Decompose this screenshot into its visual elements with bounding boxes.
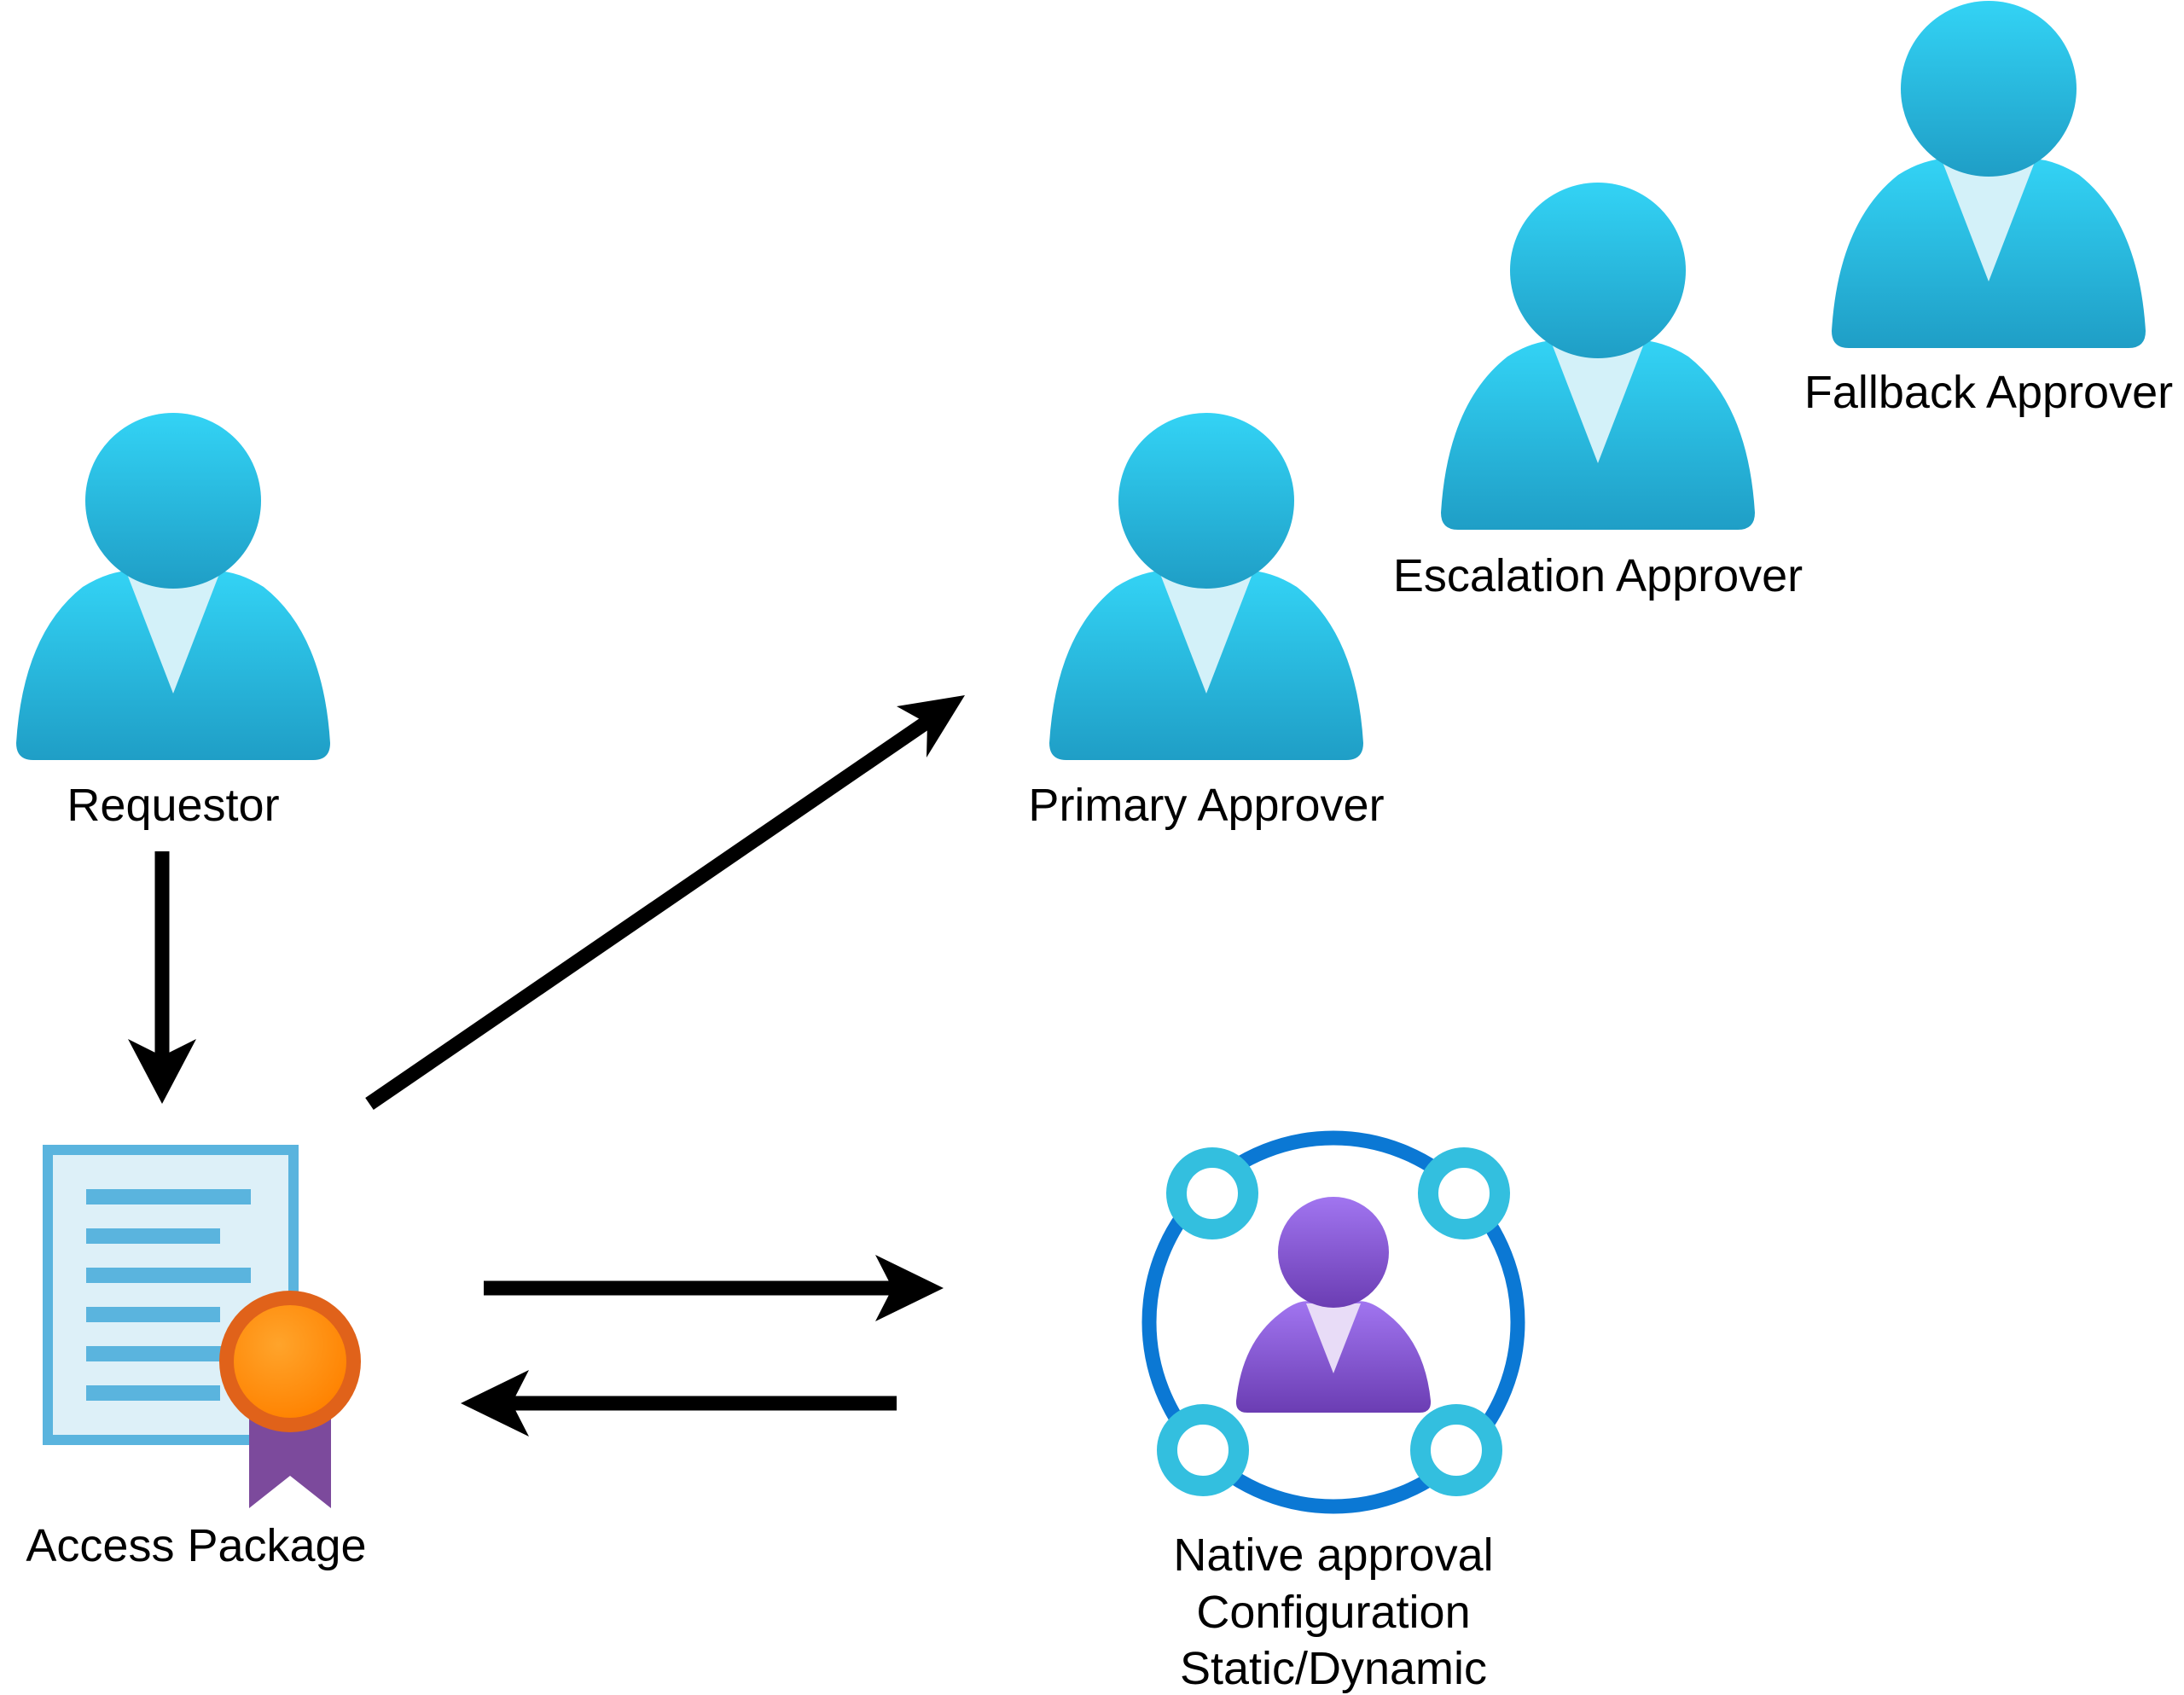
escalation-approver-label: Escalation Approver [1393, 550, 1803, 601]
access-package-label: Access Package [26, 1520, 366, 1571]
primary-approver-node: Primary Approver [1028, 413, 1385, 831]
escalation-approver-user-icon [1441, 183, 1755, 530]
fallback-approver-user-icon [1832, 1, 2146, 348]
certificate-document-icon [43, 1145, 361, 1508]
primary-approver-label: Primary Approver [1028, 780, 1384, 831]
escalation-approver-node: Escalation Approver [1393, 183, 1803, 601]
user-circle-nodes-icon [1141, 1130, 1525, 1514]
fallback-approver-label: Fallback Approver [1804, 367, 2173, 418]
requestor-label: Requestor [67, 780, 279, 831]
arrow-requestor-to-package [128, 851, 196, 1104]
requestor-node: Requestor [16, 413, 330, 831]
access-package-node: Access Package [26, 1145, 367, 1571]
native-approval-label-line2: Configuration [1196, 1587, 1470, 1638]
fallback-approver-node: Fallback Approver [1804, 1, 2173, 418]
native-approval-label-line1: Native approval [1173, 1530, 1493, 1581]
primary-approver-user-icon [1049, 413, 1363, 760]
native-approval-label-line3: Static/Dynamic [1180, 1643, 1487, 1694]
requestor-user-icon [16, 413, 330, 760]
native-approval-node: Native approval Configuration Static/Dyn… [1141, 1130, 1525, 1694]
arrow-package-to-primary-approver [365, 695, 965, 1111]
arrow-package-to-native-approval [484, 1255, 944, 1321]
arrow-native-approval-to-package [461, 1370, 897, 1437]
